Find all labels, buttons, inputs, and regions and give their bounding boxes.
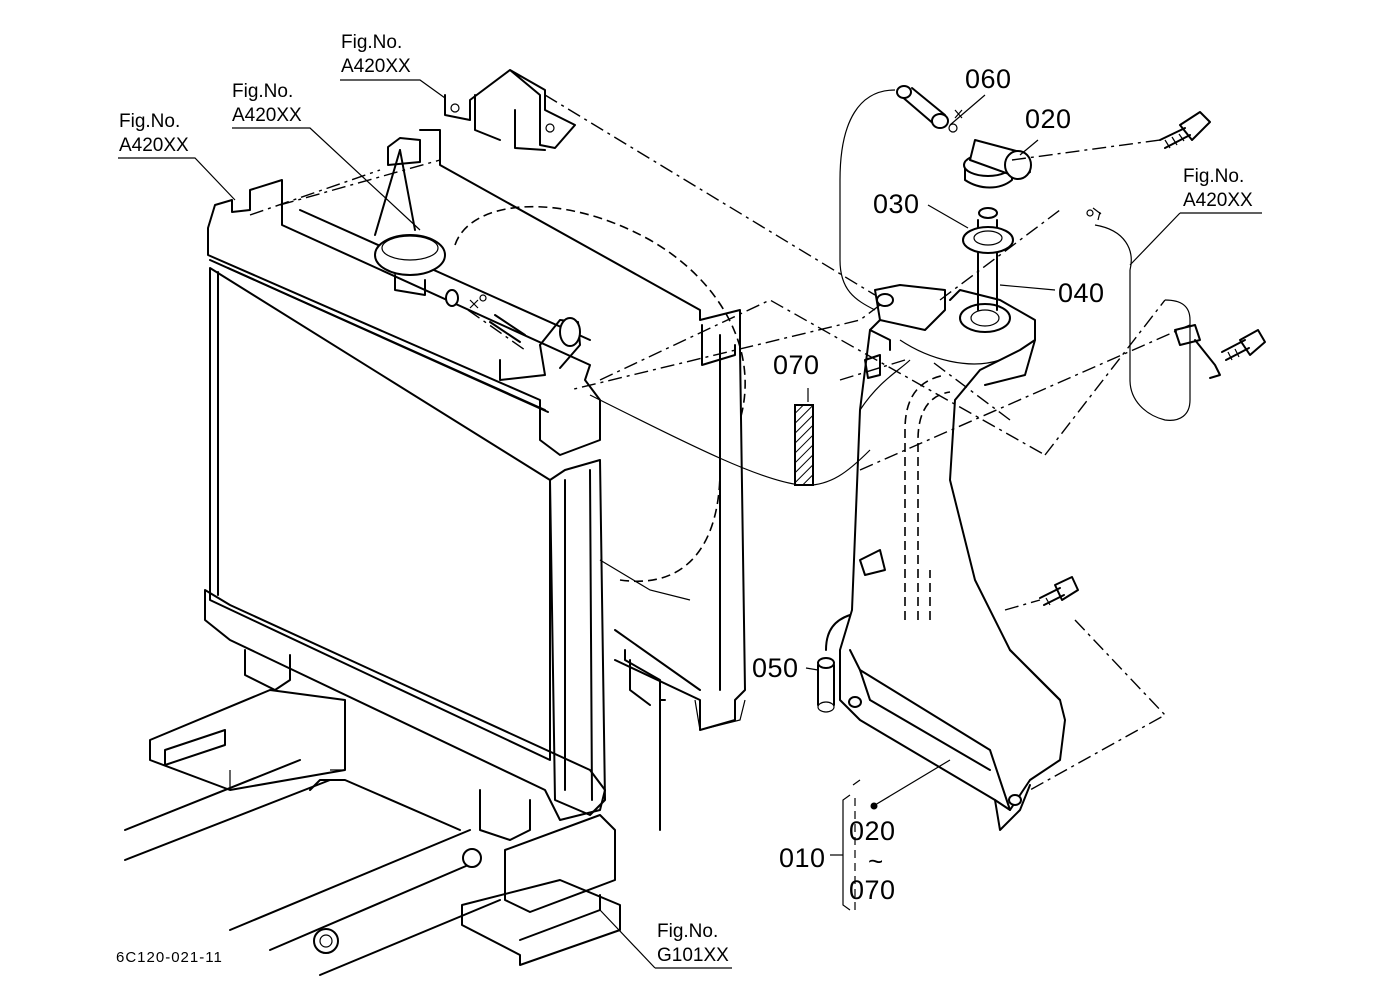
base-frame — [124, 689, 621, 976]
assembly-lines — [249, 89, 1191, 791]
fig-ref-1-line1: Fig.No. — [341, 32, 403, 53]
assembly-range-tilde: ~ — [868, 846, 884, 876]
callout-010: 010 — [779, 843, 826, 873]
callout-070: 070 — [773, 350, 820, 380]
part-030-gasket — [962, 226, 1014, 254]
fig-ref-5-line2: G101XX — [657, 945, 729, 966]
part-070-label — [794, 404, 814, 486]
leader-lines — [118, 79, 1262, 969]
drawing-code: 6C120-021-11 — [116, 949, 223, 966]
callout-060: 060 — [965, 64, 1012, 94]
fig-ref-2-line1: Fig.No. — [232, 81, 294, 102]
reserve-tank — [839, 284, 1066, 831]
fig-ref-4-line2: A420XX — [1183, 190, 1253, 211]
fig-ref-3-line2: A420XX — [119, 135, 189, 156]
fig-ref-5-line1: Fig.No. — [657, 921, 719, 942]
callout-030: 030 — [873, 189, 920, 219]
callout-050: 050 — [752, 653, 799, 683]
radiator — [204, 137, 606, 841]
clip-bracket — [1174, 324, 1221, 379]
bolt-right — [1221, 329, 1266, 361]
assembly-range-from: 020 — [849, 816, 896, 846]
overflow-hose — [445, 289, 526, 343]
assembly-range-to: 070 — [849, 875, 896, 905]
part-020-cap — [963, 139, 1032, 189]
callout-040: 040 — [1058, 278, 1105, 308]
part-050-hose — [817, 614, 851, 713]
callout-020: 020 — [1025, 104, 1072, 134]
fig-ref-1-line2: A420XX — [341, 56, 411, 77]
fig-ref-3-line1: Fig.No. — [119, 111, 181, 132]
fig-ref-2-line2: A420XX — [232, 105, 302, 126]
fig-ref-4-line1: Fig.No. — [1183, 166, 1245, 187]
bolt-lower — [1039, 576, 1079, 606]
fan-shroud — [419, 69, 746, 831]
part-060-hose — [896, 85, 963, 133]
bolt-upper — [1159, 111, 1211, 149]
